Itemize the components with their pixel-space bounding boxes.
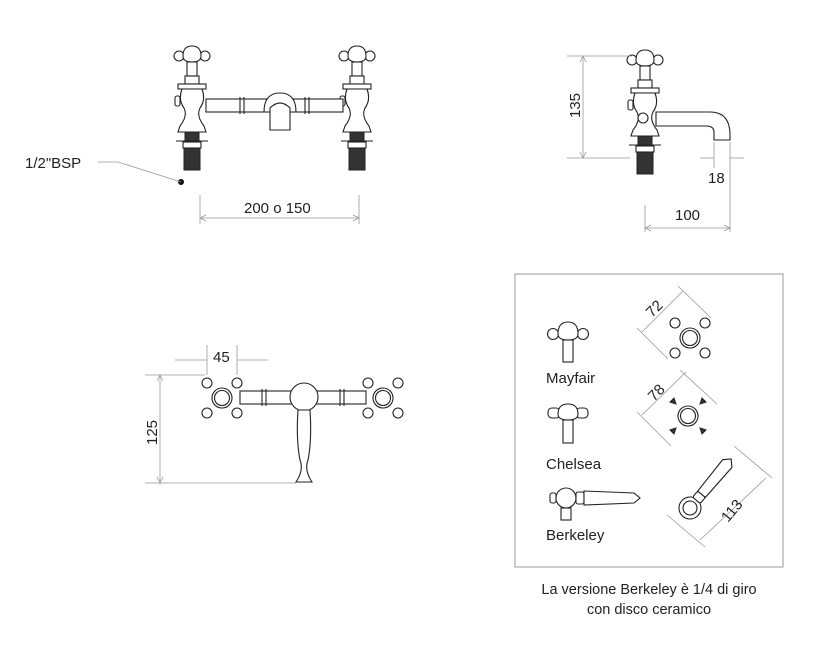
berkeley-top-icon <box>678 458 733 520</box>
berkeley-handle-icon <box>549 487 641 521</box>
berkeley-label: Berkeley <box>546 527 605 544</box>
chelsea-label: Chelsea <box>546 456 602 473</box>
right-tap <box>338 45 376 171</box>
chelsea-handle-icon <box>547 403 589 444</box>
left-tap <box>173 45 211 171</box>
handle-width-label: 45 <box>213 349 230 366</box>
spacing-label: 200 o 150 <box>244 200 311 217</box>
caption-line-1: La versione Berkeley è 1/4 di giro <box>541 582 757 598</box>
side-view: 135 18 100 <box>567 49 744 232</box>
spout-gap-label: 18 <box>708 170 725 187</box>
mayfair-handle-icon <box>546 321 590 363</box>
caption-line-2: con disco ceramico <box>586 602 712 618</box>
reach-label: 100 <box>675 207 700 224</box>
mayfair-label: Mayfair <box>546 370 595 387</box>
handle-options-panel: Mayfair 72 Chelsea 78 Berkeley <box>514 273 784 568</box>
depth-label: 125 <box>144 420 161 445</box>
thread-label: 1/2"BSP <box>25 155 81 172</box>
top-view: 45 125 <box>144 345 404 484</box>
height-label: 135 <box>567 93 584 118</box>
front-view: 1/2"BSP 200 o 150 <box>25 45 376 224</box>
